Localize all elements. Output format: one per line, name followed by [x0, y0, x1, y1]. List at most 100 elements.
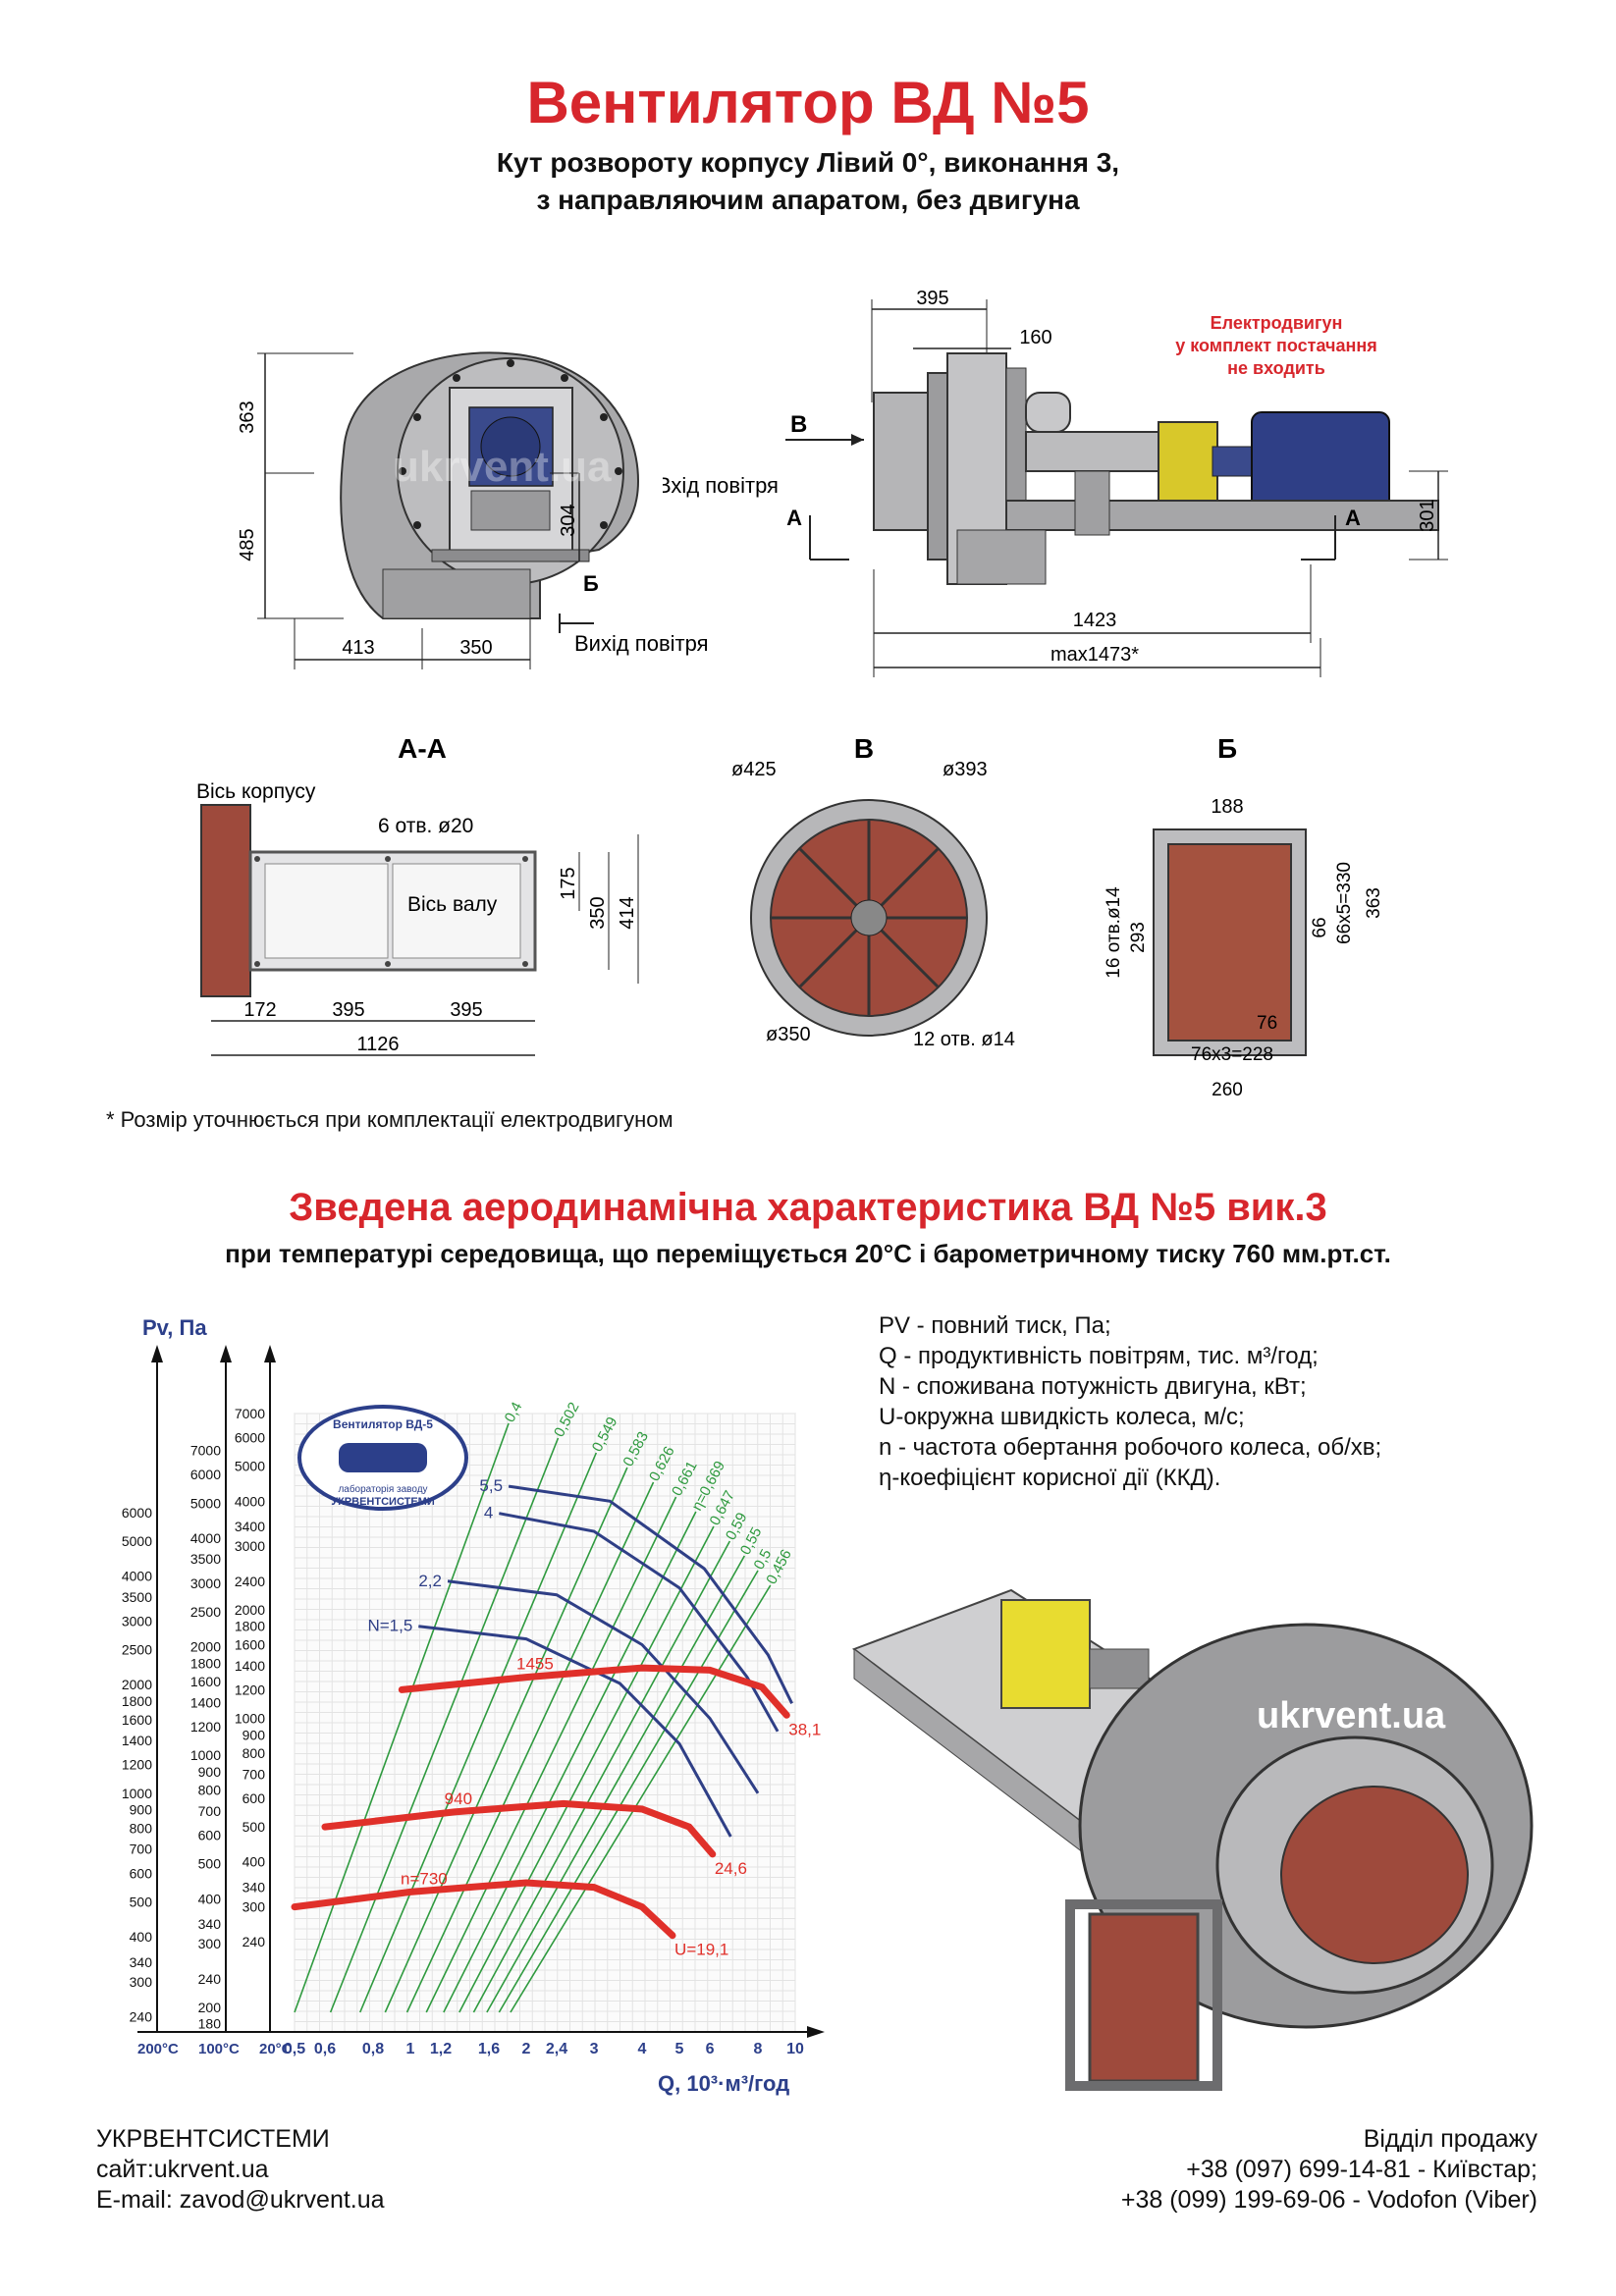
side-dim-max: max1473*	[1050, 644, 1139, 666]
temperature-label: 20°С	[259, 2041, 293, 2057]
rpm-end-label: 38,1	[788, 1720, 821, 1738]
y-tick-label: 1000	[190, 1747, 221, 1763]
footer-site[interactable]: сайт:ukrvent.ua	[96, 2156, 269, 2183]
x-tick-label: 5	[675, 2041, 684, 2057]
x-tick-label: 0,6	[314, 2041, 336, 2057]
aa-dim-172: 172	[243, 999, 276, 1021]
y-tick-label: 240	[198, 1971, 222, 1987]
y-tick-label: 300	[198, 1936, 222, 1951]
y-tick-label: 2000	[235, 1602, 265, 1618]
y-tick-label: 600	[242, 1790, 266, 1806]
y-tick-label: 3500	[122, 1589, 152, 1605]
y-tick-label: 6000	[122, 1505, 152, 1521]
fan-illustration: ukrvent.ua	[851, 1588, 1534, 2091]
page-subtitle-2: з направляючим апаратом, без двигуна	[536, 185, 1080, 215]
y-tick-label: 700	[198, 1803, 222, 1819]
y-tick-label: 1400	[235, 1658, 265, 1674]
view-b-dim-76: 76	[1257, 1013, 1277, 1034]
rpm-curve	[398, 1664, 790, 1719]
y-tick-label: 2500	[122, 1642, 152, 1658]
view-b-dim-260: 260	[1212, 1080, 1243, 1100]
y-tick-label: 1600	[122, 1712, 152, 1728]
rpm-curve	[291, 1879, 676, 1940]
efficiency-line	[425, 1496, 677, 2013]
y-tick-label: 300	[130, 1974, 153, 1990]
y-tick-label: 7000	[235, 1406, 265, 1421]
x-axis-arrow	[807, 2026, 825, 2038]
y-tick-label: 5000	[190, 1495, 221, 1511]
motor-note-1: Електродвигун	[1211, 313, 1343, 333]
x-tick-label: 6	[706, 2041, 715, 2057]
y-tick-label: 1400	[122, 1733, 152, 1748]
view-b-dim-363: 363	[1364, 887, 1384, 919]
y-tick-label: 500	[242, 1819, 266, 1835]
side-label-a-right: А	[1345, 506, 1361, 530]
motor-note-3: не входить	[1227, 358, 1325, 378]
aa-dim-350: 350	[587, 896, 609, 929]
side-label-v: В	[790, 411, 807, 438]
power-curve	[499, 1512, 780, 1733]
y-tick-label: 340	[130, 1954, 153, 1970]
side-dim-395: 395	[916, 288, 948, 309]
y-axis-arrow	[220, 1345, 232, 1362]
efficiency-line	[472, 1540, 731, 2013]
y-tick-label: 500	[198, 1856, 222, 1872]
view-b-dim-66x5: 66x5=330	[1334, 862, 1355, 944]
y-tick-label: 1200	[122, 1757, 152, 1773]
side-dim-1423: 1423	[1073, 610, 1117, 631]
legend-item: U-окружна швидкість колеса, м/с;	[879, 1404, 1245, 1430]
footer-phone-1[interactable]: +38 (097) 699-14-81 - Київстар;	[1186, 2156, 1537, 2183]
aa-dim-395b: 395	[450, 999, 482, 1021]
front-outlet-label: Вихід повітря	[574, 631, 709, 656]
y-tick-label: 400	[130, 1929, 153, 1945]
rpm-curve	[321, 1799, 717, 1858]
legend-item: Q - продуктивність повітрям, тис. м³/год…	[879, 1343, 1319, 1369]
y-tick-label: 800	[198, 1783, 222, 1798]
y-tick-label: 180	[198, 2016, 222, 2032]
x-tick-label: 2	[522, 2041, 531, 2057]
lab-stamp-fan-shape	[339, 1443, 427, 1472]
footer-sales-title: Відділ продажу	[1363, 2125, 1537, 2153]
aa-dim-414: 414	[617, 896, 638, 929]
y-tick-label: 5000	[122, 1533, 152, 1549]
footer-email[interactable]: E-mail: zavod@ukrvent.ua	[96, 2186, 385, 2214]
y-tick-label: 900	[198, 1764, 222, 1780]
aa-holes: 6 отв. ø20	[378, 815, 473, 837]
y-tick-label: 3000	[235, 1538, 265, 1554]
temperature-label: 200°С	[137, 2041, 179, 2057]
y-tick-label: 1000	[122, 1786, 152, 1801]
y-tick-label: 1600	[190, 1674, 221, 1689]
x-tick-label: 1,6	[478, 2041, 500, 2057]
power-curve	[447, 1579, 760, 1794]
efficiency-line	[510, 1584, 772, 2013]
efficiency-line	[486, 1555, 745, 2013]
efficiency-line	[405, 1481, 655, 2013]
y-tick-label: 2000	[122, 1677, 152, 1692]
y-tick-label: 4000	[190, 1530, 221, 1546]
y-tick-label: 300	[242, 1899, 266, 1915]
view-v-drawing: В ø425 ø393 ø350 12 отв. ø14	[731, 733, 1015, 1050]
y-tick-label: 3500	[190, 1551, 221, 1567]
y-tick-label: 340	[242, 1880, 266, 1896]
efficiency-line	[458, 1525, 715, 2013]
x-tick-label: 4	[638, 2041, 647, 2057]
rpm-curve-label: 940	[445, 1789, 472, 1808]
legend-item: N - споживана потужність двигуна, кВт;	[879, 1373, 1307, 1400]
view-v-d393: ø393	[943, 759, 988, 780]
x-tick-label: 2,4	[546, 2041, 567, 2057]
y-tick-label: 5000	[235, 1459, 265, 1474]
y-tick-label: 700	[242, 1766, 266, 1782]
rpm-curve-label: 1455	[516, 1655, 554, 1674]
front-dim-485: 485	[237, 528, 258, 561]
rpm-end-label: U=19,1	[674, 1941, 728, 1959]
view-v-holes: 12 отв. ø14	[913, 1029, 1015, 1050]
motor-note-2: у комплект постачання	[1175, 336, 1377, 355]
inlet-label: Вхід повітря	[663, 473, 779, 498]
section-aa-title: А-А	[398, 733, 447, 764]
footer-phone-2[interactable]: +38 (099) 199-69-06 - Vodofon (Viber)	[1120, 2186, 1537, 2214]
x-tick-label: 1,2	[430, 2041, 452, 2057]
view-b-dim-188: 188	[1211, 796, 1243, 818]
y-tick-label: 800	[242, 1745, 266, 1761]
y-tick-label: 340	[198, 1916, 222, 1932]
legend-item: η-коефіцієнт корисної дії (ККД).	[879, 1465, 1221, 1491]
